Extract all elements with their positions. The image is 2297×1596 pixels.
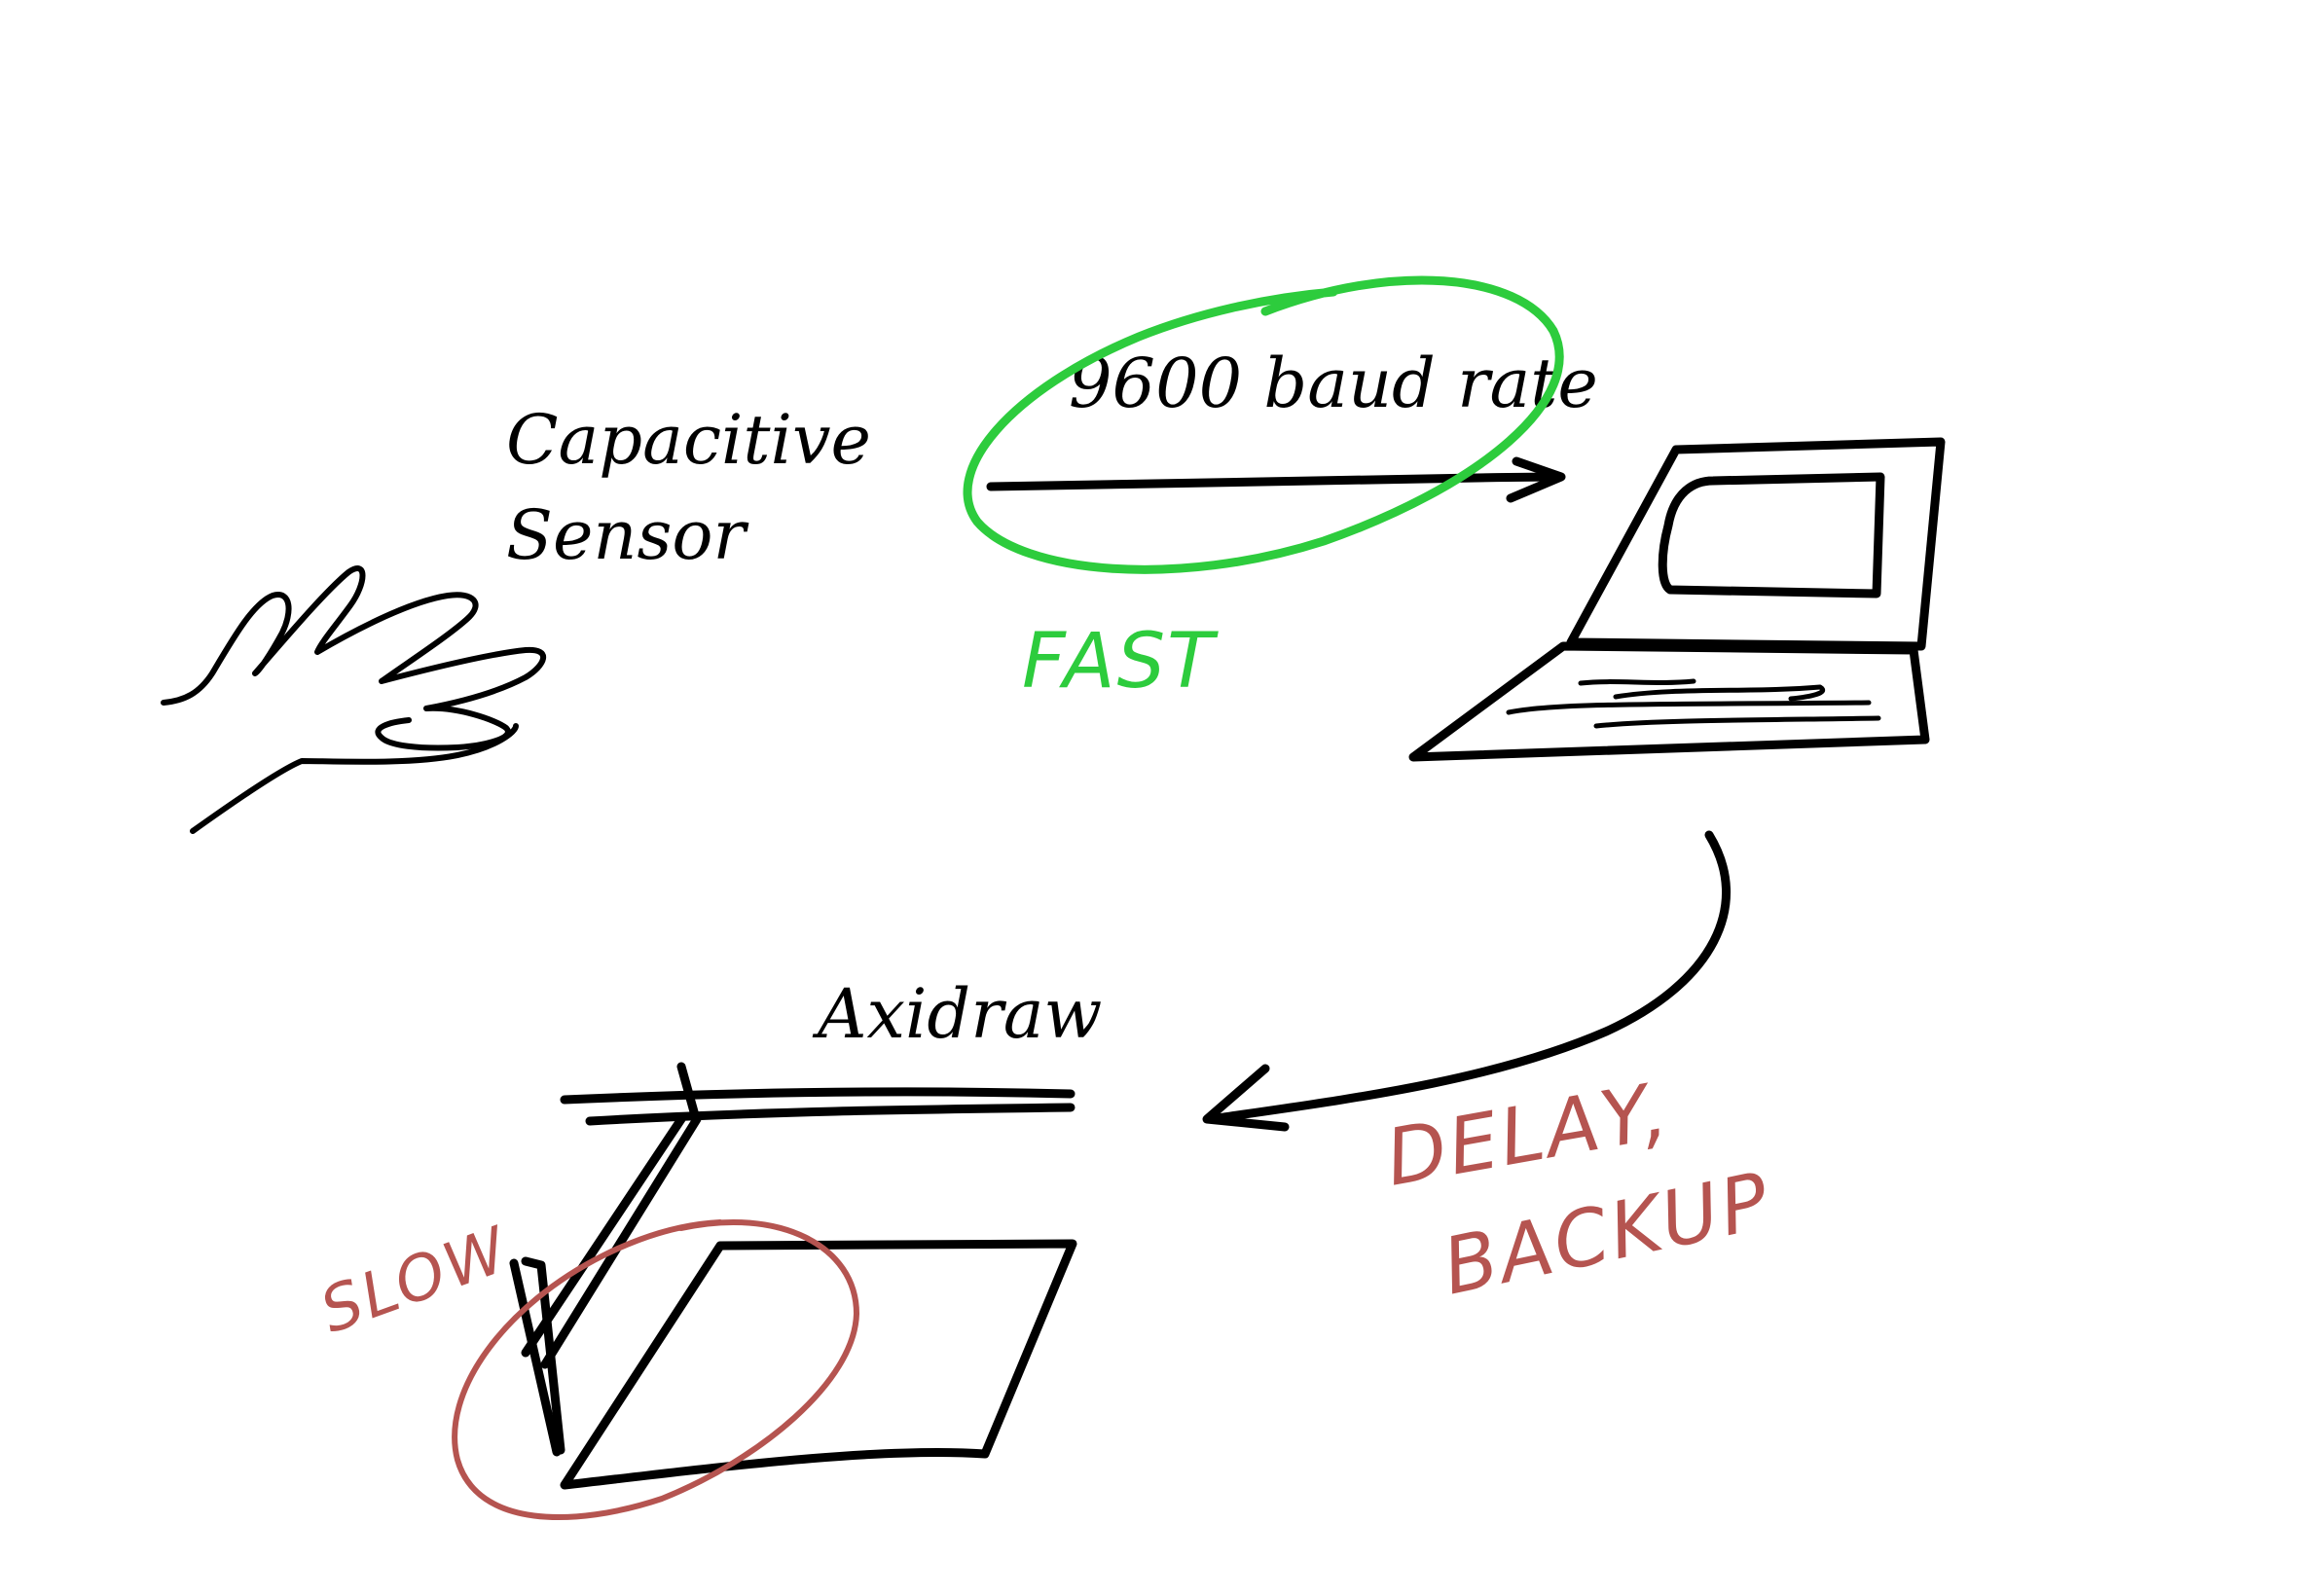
- axidraw-label: Axidraw: [812, 974, 1102, 1054]
- fast-highlight-circle: [963, 275, 1564, 574]
- serial-arrow: [986, 456, 1566, 503]
- slow-highlight-circle: [452, 1218, 859, 1521]
- hand-icon: [161, 565, 547, 834]
- capacitive-sensor-label-line1: Capacitive: [506, 400, 871, 480]
- slow-label: SLOW: [311, 1214, 519, 1348]
- fast-label: FAST: [1022, 618, 1219, 706]
- capacitive-sensor-label-line2: Sensor: [506, 495, 749, 575]
- plotter-icon: [509, 1062, 1077, 1490]
- baud-rate-label: 9600 baud rate: [1069, 344, 1598, 423]
- laptop-icon: [1408, 437, 1946, 762]
- return-arrow: [1202, 830, 1732, 1132]
